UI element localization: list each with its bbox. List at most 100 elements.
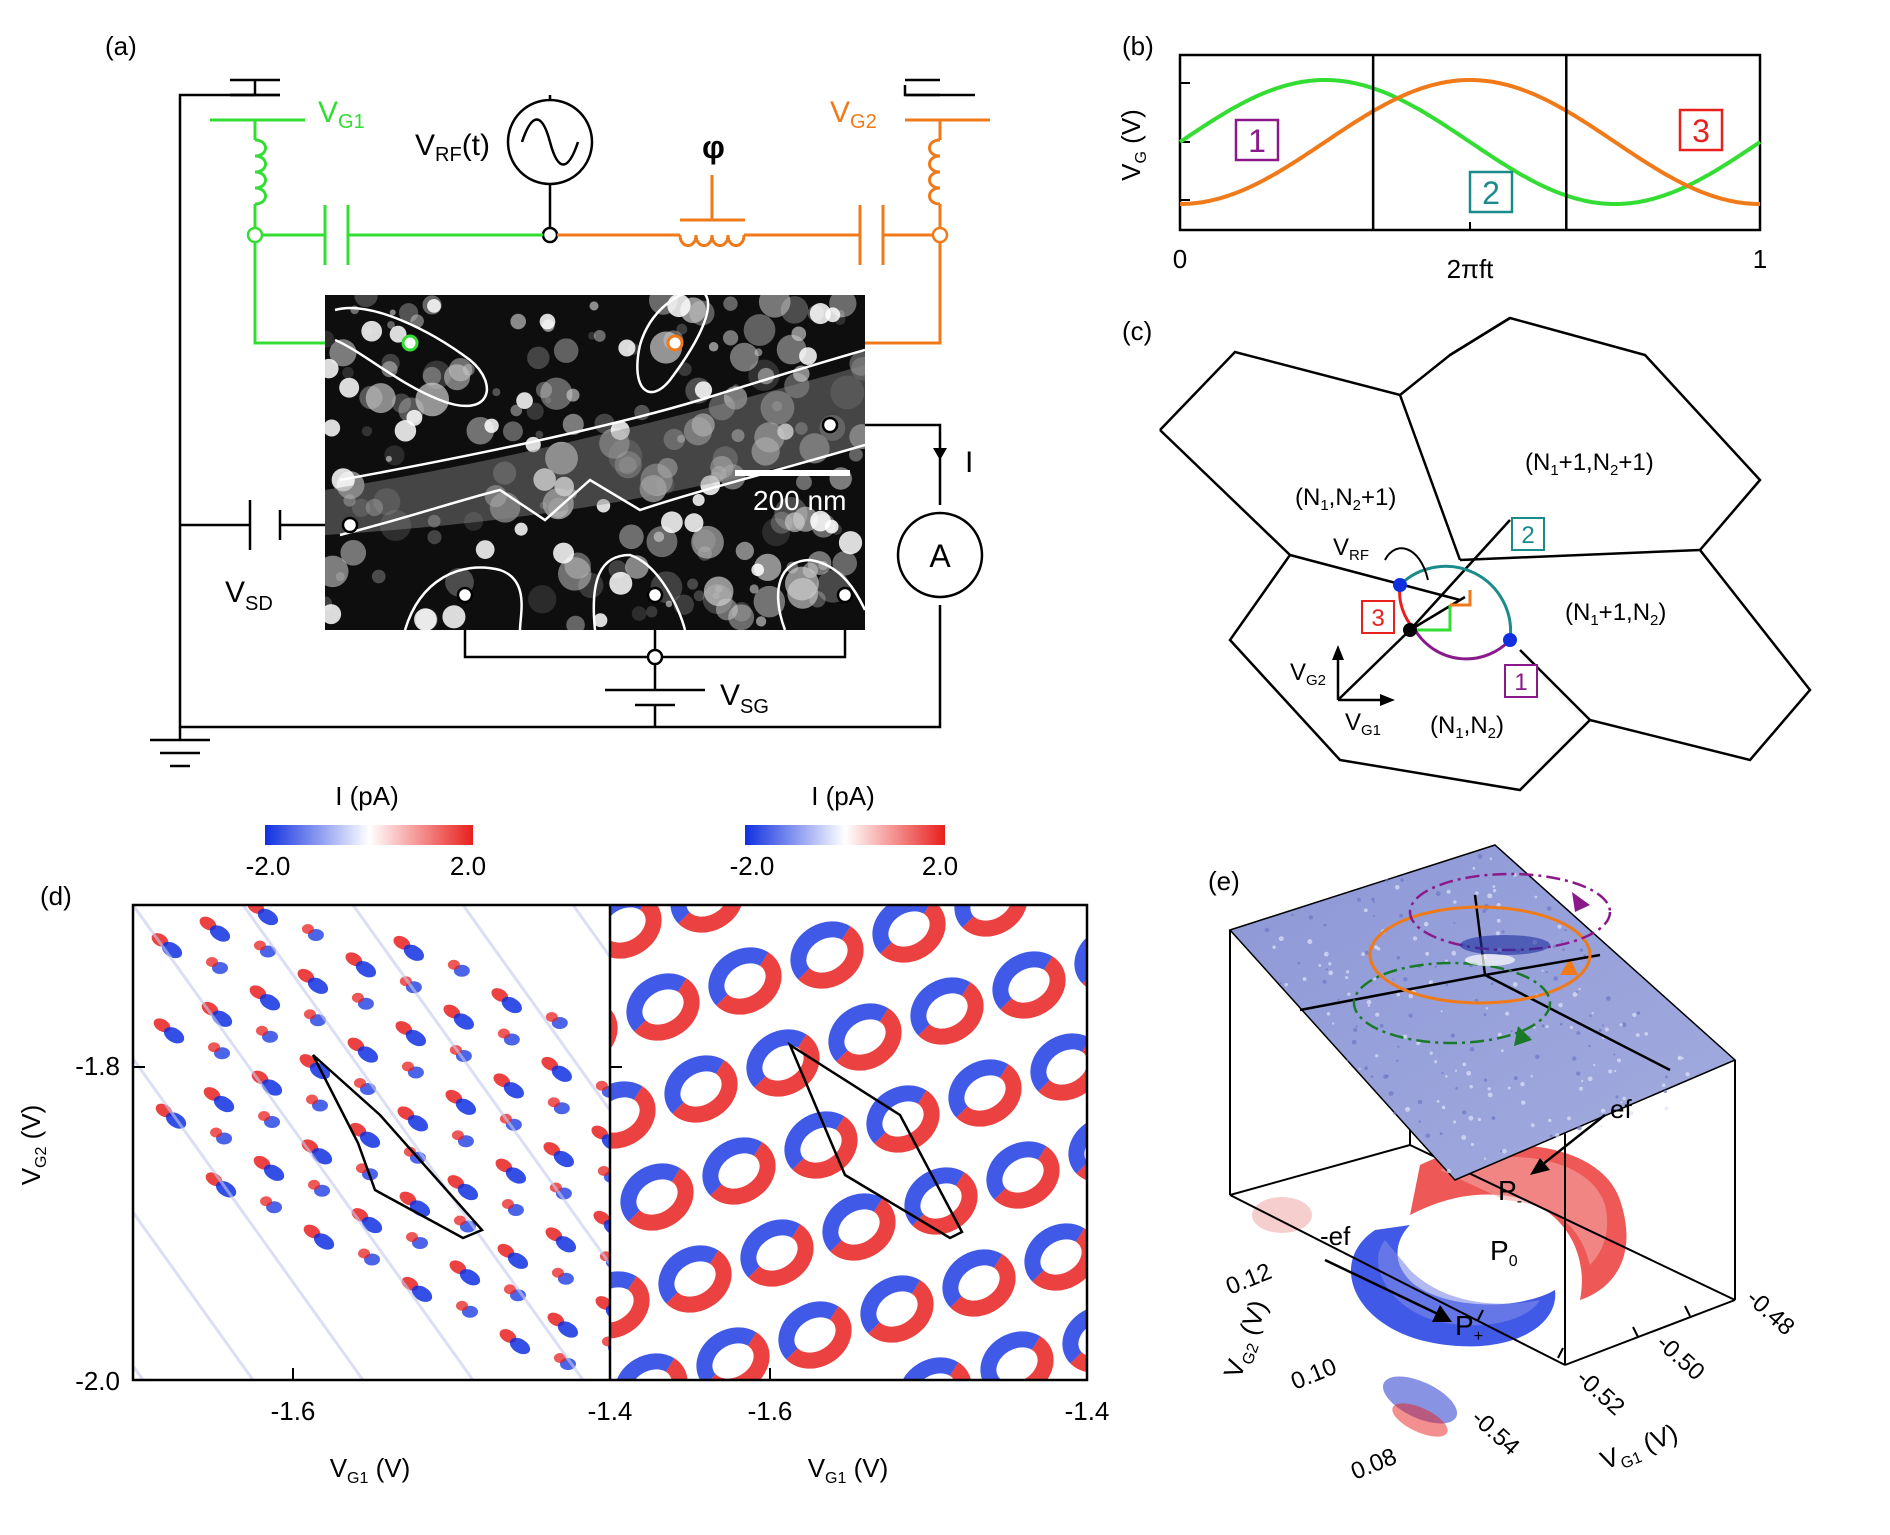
e-ylabel: VG2 (V)	[1217, 1296, 1277, 1383]
d-left-red-blob	[401, 1061, 414, 1072]
d-left-blue-blob	[601, 1134, 610, 1151]
d-right-ring-center	[688, 1080, 714, 1098]
e-top-speckle	[1483, 1078, 1488, 1082]
sem-spot	[384, 445, 405, 466]
sem-spot	[849, 447, 863, 462]
e-top-speckle	[1397, 1045, 1400, 1048]
sem-bright-spot	[799, 347, 817, 365]
e-top-speckle	[1453, 900, 1457, 904]
sem-bright-spot	[777, 423, 794, 440]
e-top-speckle	[1441, 1071, 1444, 1075]
d-left-red-blob	[453, 1215, 466, 1226]
sem-spot	[653, 531, 665, 543]
sem-spot	[676, 323, 688, 335]
sem-spot	[677, 434, 686, 443]
e-top-speckle	[1581, 1079, 1584, 1083]
d-right-red-arc	[904, 1167, 978, 1235]
d-left-red-blob	[652, 1405, 664, 1415]
d-right-blue-arc	[910, 977, 984, 1045]
d-right-red-arc	[828, 1003, 902, 1071]
d-left-blue-blob	[459, 1269, 481, 1286]
e-top-speckle	[1549, 1134, 1553, 1138]
sem-bright-spot	[516, 392, 533, 409]
sem-spot	[786, 561, 799, 574]
sem-spot	[535, 430, 544, 439]
e-top-speckle	[1379, 1023, 1384, 1028]
sem-spot	[385, 455, 392, 462]
panel-label-c: (c)	[1122, 316, 1152, 346]
d-left-blue-blob	[501, 996, 522, 1014]
e-top-speckle	[1510, 1030, 1513, 1033]
sem-bright-spot	[414, 608, 437, 630]
d-right-red-arc	[746, 1029, 820, 1097]
d-left-red-blob	[256, 1025, 268, 1036]
d-left-blue-blob	[407, 1115, 429, 1132]
colorbar-left: I (pA) -2.0 2.0	[246, 781, 486, 881]
e-top-speckle	[1346, 1059, 1349, 1062]
e-top-speckle	[1632, 1012, 1637, 1018]
d-x-tick-0: -1.6	[271, 1396, 316, 1426]
e-top-speckle	[1466, 1070, 1472, 1076]
d-right-ring-center	[682, 1270, 708, 1288]
d-right-red-arc	[860, 1275, 934, 1343]
d-right-blue-arc	[626, 973, 700, 1041]
sem-spot	[444, 364, 471, 391]
d-xlabel-right: VG1 (V)	[808, 1453, 889, 1487]
svg-text:1: 1	[1248, 123, 1266, 159]
e-top-speckle	[1505, 1011, 1510, 1016]
svg-text:2.0: 2.0	[450, 851, 486, 881]
sem-spot	[373, 488, 401, 516]
e-top-speckle	[1513, 1076, 1518, 1081]
sem-spot	[422, 360, 451, 389]
e-top-speckle	[1545, 971, 1549, 974]
e-top-speckle	[1587, 1076, 1593, 1082]
sem-spot	[728, 604, 755, 630]
e-top-speckle	[1614, 1069, 1617, 1073]
sem-spot	[415, 382, 450, 417]
e-top-speckle	[1326, 1012, 1331, 1016]
d-y-tick-0: -1.8	[75, 1051, 120, 1081]
d-xlabel-left: VG1 (V)	[330, 1453, 411, 1487]
d-right-blue-arc	[708, 947, 782, 1015]
e-top-speckle	[1664, 1106, 1669, 1111]
sem-channel	[325, 365, 865, 535]
c-state-n1p1-n2p1: (N1+1,N2+1)	[1525, 449, 1654, 479]
e-top-speckle	[1613, 1053, 1616, 1056]
e-y-tick-2: 0.12	[1222, 1258, 1275, 1301]
sem-spot	[528, 585, 557, 614]
d-left-blue-blob	[557, 1321, 579, 1338]
panel-label-d: (d)	[40, 881, 72, 911]
sem-spot	[691, 413, 715, 437]
d-left-blue-blob	[361, 1216, 383, 1234]
sem-spot	[391, 393, 412, 413]
e-top-speckle	[1351, 1039, 1357, 1045]
e-top-speckle	[1278, 936, 1284, 942]
sem-bright-spot	[325, 604, 342, 625]
e-top-speckle	[1441, 1105, 1446, 1110]
e-top-speckle	[1477, 1117, 1482, 1122]
d-right-red-arc	[910, 977, 984, 1045]
b-xlabel: 2πft	[1447, 254, 1495, 284]
e-top-speckle	[1665, 1075, 1668, 1079]
e-top-speckle	[1553, 976, 1558, 981]
sem-spot	[751, 437, 780, 466]
d-left-red-blob	[501, 1199, 514, 1209]
e-top-speckle	[1577, 1125, 1582, 1131]
sem-spot	[702, 584, 733, 615]
e-top-speckle	[1445, 983, 1449, 987]
e-top-speckle	[1575, 990, 1578, 994]
e-top-speckle	[1284, 983, 1288, 987]
d-right-blue-arc	[980, 1331, 1054, 1380]
e-top-speckle	[1323, 951, 1329, 957]
sem-spot	[329, 339, 357, 367]
d-left-streak	[133, 905, 475, 1380]
sem-spot	[593, 329, 606, 342]
sem-spot	[398, 303, 419, 323]
d-right-ring-center	[1092, 1140, 1118, 1158]
e-top-speckle	[1405, 1106, 1411, 1112]
d-left-red-blob	[456, 1300, 468, 1311]
sem-spot	[427, 514, 441, 528]
d-right-blue-arc	[696, 1327, 770, 1380]
d-left-red-blob	[601, 1336, 610, 1347]
e-top-speckle	[1439, 1132, 1443, 1136]
